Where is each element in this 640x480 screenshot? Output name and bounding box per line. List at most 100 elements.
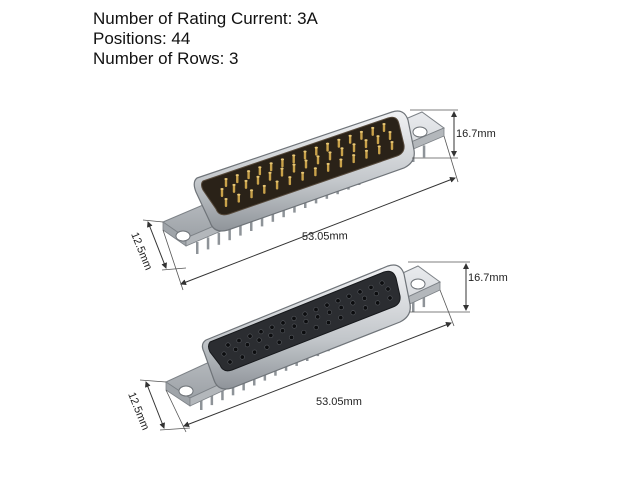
male-pin <box>339 158 343 168</box>
female-socket <box>326 309 332 315</box>
male-pin <box>269 162 273 172</box>
female-socket <box>302 311 308 317</box>
male-pin <box>258 166 262 176</box>
male-pin <box>249 189 254 199</box>
female-socket <box>362 295 368 301</box>
female-socket <box>289 334 295 340</box>
male-pin <box>352 154 356 164</box>
female-width-label: 12.5mm <box>125 391 151 432</box>
female-socket <box>324 302 330 308</box>
female-socket <box>385 286 391 292</box>
female-socket <box>291 323 297 329</box>
female-socket <box>338 305 344 311</box>
male-pin <box>292 154 296 164</box>
male-pin <box>292 163 296 173</box>
male-pin <box>364 149 369 159</box>
female-solder-pin <box>422 295 426 308</box>
female-socket <box>280 320 286 326</box>
female-socket <box>269 324 275 330</box>
male-pin <box>314 146 318 156</box>
female-socket <box>236 338 242 344</box>
female-length-label: 53.05mm <box>316 396 362 408</box>
male-pin <box>268 171 272 181</box>
female-socket <box>280 328 286 334</box>
female-socket <box>350 310 356 316</box>
female-socket <box>244 342 250 348</box>
male-pin <box>371 126 375 136</box>
male-pin <box>328 151 332 161</box>
male-pin <box>280 167 284 177</box>
male-pin <box>220 188 224 197</box>
female-socket <box>247 333 253 339</box>
male-length-label: 53.05mm <box>302 230 348 243</box>
male-solder-pin <box>196 242 199 254</box>
male-pin <box>232 183 236 193</box>
female-socket <box>346 293 352 299</box>
male-pin <box>376 135 380 145</box>
male-width-label: 12.5mm <box>128 231 154 272</box>
male-pin <box>352 143 356 153</box>
male-pin <box>303 150 307 160</box>
female-socket <box>225 342 231 348</box>
female-socket <box>268 332 274 338</box>
female-mount-hole-right <box>410 278 426 290</box>
male-pin <box>316 155 320 165</box>
female-solder-pin <box>412 300 415 312</box>
male-pin <box>275 180 279 190</box>
male-pin <box>224 178 228 187</box>
female-socket <box>233 346 239 352</box>
female-connector <box>164 264 441 410</box>
female-socket <box>315 314 321 320</box>
female-socket <box>325 320 331 326</box>
female-socket <box>252 349 258 355</box>
male-solder-pin <box>422 145 426 158</box>
female-socket <box>368 284 374 290</box>
male-pin <box>237 193 241 203</box>
male-pin <box>313 167 317 177</box>
male-pin <box>280 158 285 168</box>
female-socket <box>379 280 385 286</box>
female-socket <box>387 295 393 301</box>
male-pin <box>224 198 228 207</box>
male-solder-pin <box>206 237 210 250</box>
spec-rows: Number of Rows: 3 <box>93 49 239 68</box>
male-pin <box>388 131 392 140</box>
female-socket <box>264 344 270 350</box>
female-socket <box>357 289 363 295</box>
female-mount-hole-left <box>178 385 194 397</box>
male-pin <box>288 176 292 186</box>
female-socket <box>258 329 264 335</box>
male-pin <box>325 142 330 152</box>
female-socket <box>313 307 319 313</box>
female-socket <box>276 339 282 345</box>
male-pin <box>246 170 251 180</box>
female-socket <box>338 315 344 321</box>
male-pin <box>364 139 368 149</box>
female-socket <box>303 318 309 324</box>
female-socket <box>301 329 307 335</box>
male-pin <box>377 145 381 155</box>
male-pin <box>304 159 308 169</box>
male-pin <box>244 179 248 189</box>
male-pin <box>337 138 341 148</box>
male-pin <box>301 171 305 181</box>
female-socket <box>221 351 227 357</box>
female-socket <box>335 298 341 304</box>
male-pin <box>348 134 352 144</box>
female-socket <box>256 337 262 343</box>
spec-rating-current: Number of Rating Current: 3A <box>93 9 318 28</box>
male-pin <box>262 184 266 194</box>
female-socket <box>362 305 368 311</box>
male-pin <box>235 174 239 184</box>
female-socket <box>291 315 297 321</box>
female-socket <box>313 325 319 331</box>
female-socket <box>375 300 381 306</box>
female-socket <box>373 291 379 297</box>
spec-positions: Positions: 44 <box>93 29 191 48</box>
male-mount-hole-right <box>412 126 428 138</box>
male-pin <box>390 141 394 150</box>
male-pin <box>256 175 260 185</box>
female-socket <box>239 354 245 360</box>
male-pin <box>359 130 364 140</box>
